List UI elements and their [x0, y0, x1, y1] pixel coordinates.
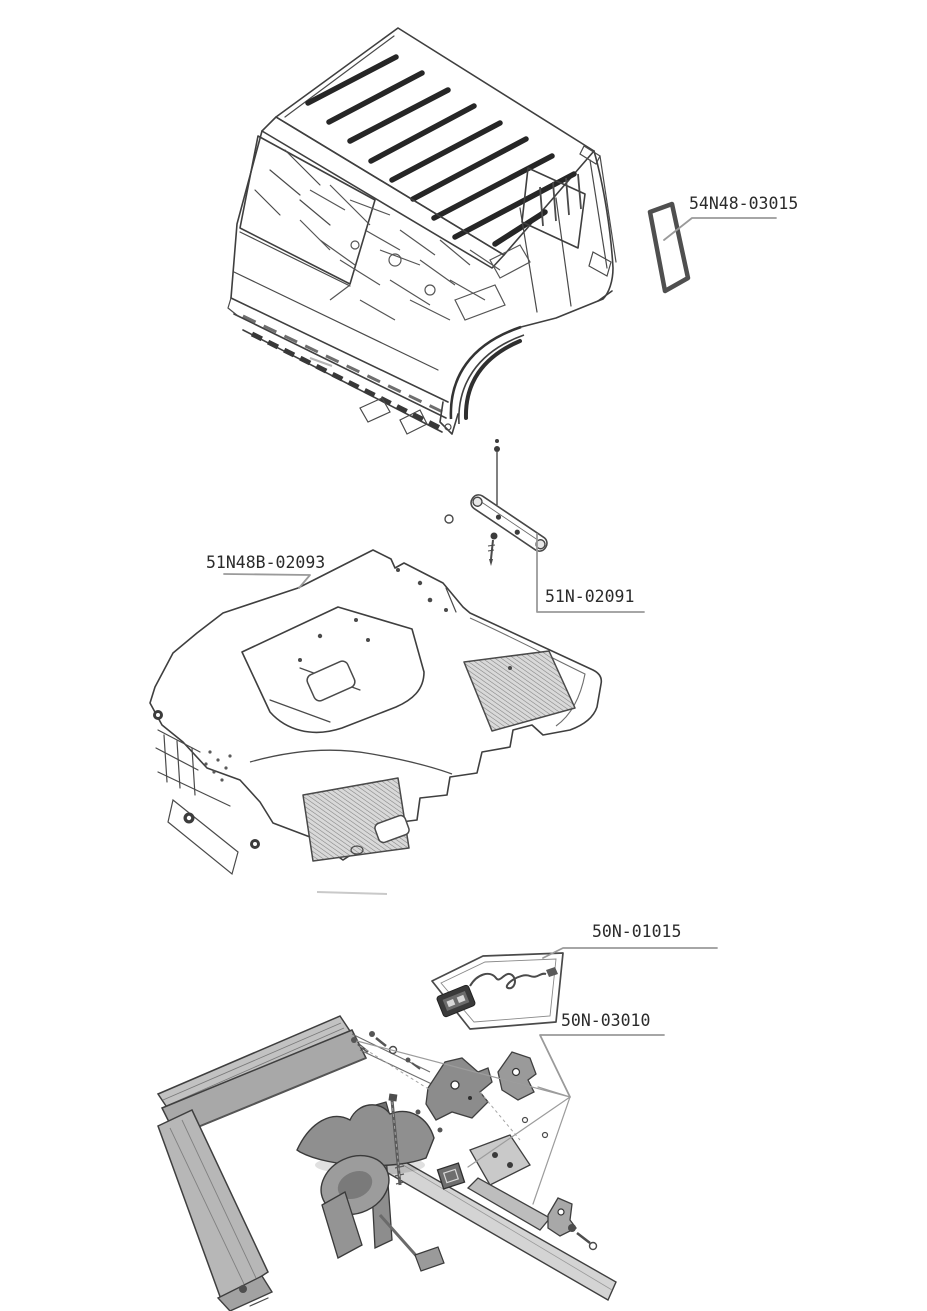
part-number-label: 51N-02091	[545, 587, 634, 606]
leader-line	[539, 1034, 665, 1098]
leader-line	[223, 573, 311, 589]
callout-51N-02091: 51N-02091	[536, 533, 645, 613]
leader-fan-lines	[356, 1040, 571, 1205]
floor-front-details	[249, 749, 453, 895]
bolt-cluster	[351, 1031, 421, 1070]
chassis-frame	[156, 1015, 617, 1311]
mount-bracket-right	[497, 1051, 537, 1101]
floor-mat-hatched-pads	[302, 650, 576, 862]
part-control-unit	[431, 952, 564, 1030]
callout-50N-01015: 50N-01015	[542, 922, 718, 959]
callout-51N48B-02093: 51N48B-02093	[206, 553, 325, 589]
floor-hole-dots	[298, 568, 512, 670]
leader-line	[663, 217, 777, 241]
cab-roof	[275, 27, 595, 256]
figure-floor-mat-assembly: 51N48B-02093 51N-02091	[149, 439, 645, 895]
lock-block	[436, 1162, 466, 1190]
cab-engine-detail-lines	[299, 184, 531, 321]
floor-left-bracket	[153, 710, 260, 876]
cab-body	[227, 130, 617, 435]
leader-line	[542, 947, 718, 959]
part-support-bracket	[444, 439, 548, 566]
wiring-harness	[469, 972, 547, 990]
part-number-label: 50N-03010	[561, 1011, 650, 1030]
fastener-dots	[204, 750, 232, 782]
figure-cab-assembly: 54N48-03015	[227, 27, 798, 435]
floor-mat-outline	[149, 549, 603, 861]
part-number-label: 50N-01015	[592, 922, 681, 941]
floor-tunnel-hump	[241, 606, 425, 734]
part-number-label: 51N48B-02093	[206, 553, 325, 572]
callout-54N48-03015: 54N48-03015	[663, 194, 798, 241]
roof-ribs	[305, 54, 577, 247]
cab-windshield-header-band	[261, 116, 505, 269]
leader-line	[536, 533, 645, 613]
exploded-mounting-hardware	[351, 1031, 598, 1251]
part-number-label: 54N48-03015	[689, 194, 798, 213]
figure-chassis-mounting: 50N-01015 50N-03010	[156, 922, 718, 1311]
callout-50N-03010: 50N-03010	[356, 1011, 665, 1205]
part-vent-panel	[647, 201, 691, 294]
steering-and-cab-mount	[296, 1101, 445, 1272]
